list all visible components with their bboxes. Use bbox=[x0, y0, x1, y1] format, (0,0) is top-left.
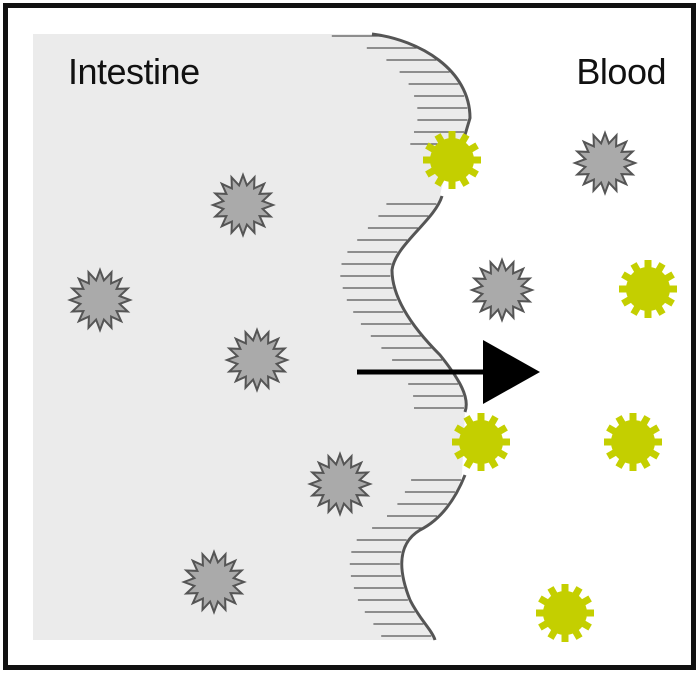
spiky-star-icon bbox=[224, 327, 290, 393]
cog-icon bbox=[536, 584, 594, 642]
cog-icon bbox=[619, 260, 677, 318]
spiky-star-icon bbox=[469, 257, 535, 323]
intestine-label: Intestine bbox=[68, 51, 200, 92]
arrow-head bbox=[483, 340, 540, 404]
spiky-star-icon bbox=[67, 267, 133, 333]
blood-label: Blood bbox=[576, 51, 666, 92]
gray-particles bbox=[67, 130, 638, 615]
spiky-star-icon bbox=[210, 172, 276, 238]
right-arrow-icon bbox=[357, 340, 540, 404]
membrane bbox=[331, 32, 472, 641]
spiky-star-icon bbox=[307, 451, 373, 517]
cog-icon bbox=[423, 131, 481, 189]
cog-icon bbox=[452, 413, 510, 471]
membrane-curve bbox=[390, 195, 468, 413]
spiky-star-icon bbox=[572, 130, 638, 196]
membrane-curve bbox=[371, 32, 472, 146]
membrane-curve bbox=[400, 474, 467, 641]
spiky-star-icon bbox=[181, 549, 247, 615]
cog-icon bbox=[604, 413, 662, 471]
green-particles bbox=[423, 131, 677, 642]
